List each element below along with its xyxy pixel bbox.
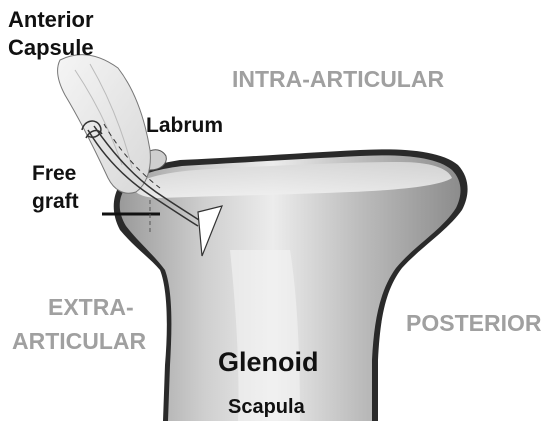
label-extra-articular-line2: ARTICULAR bbox=[12, 324, 146, 358]
label-intra-articular: INTRA-ARTICULAR bbox=[232, 66, 444, 93]
label-posterior: POSTERIOR bbox=[406, 310, 541, 337]
label-anterior-capsule-line1: Anterior bbox=[8, 6, 94, 34]
label-extra-articular: EXTRA- ARTICULAR bbox=[38, 290, 146, 358]
label-glenoid: Glenoid bbox=[218, 347, 319, 378]
label-anterior-capsule-line2: Capsule bbox=[8, 34, 94, 62]
label-extra-articular-line1: EXTRA- bbox=[38, 290, 146, 324]
label-free-graft-line1: Free bbox=[32, 160, 79, 188]
label-anterior-capsule: Anterior Capsule bbox=[8, 6, 94, 62]
label-scapula: Scapula bbox=[228, 396, 305, 419]
label-labrum: Labrum bbox=[146, 114, 223, 138]
label-free-graft: Free graft bbox=[32, 160, 79, 216]
label-free-graft-line2: graft bbox=[32, 188, 79, 216]
